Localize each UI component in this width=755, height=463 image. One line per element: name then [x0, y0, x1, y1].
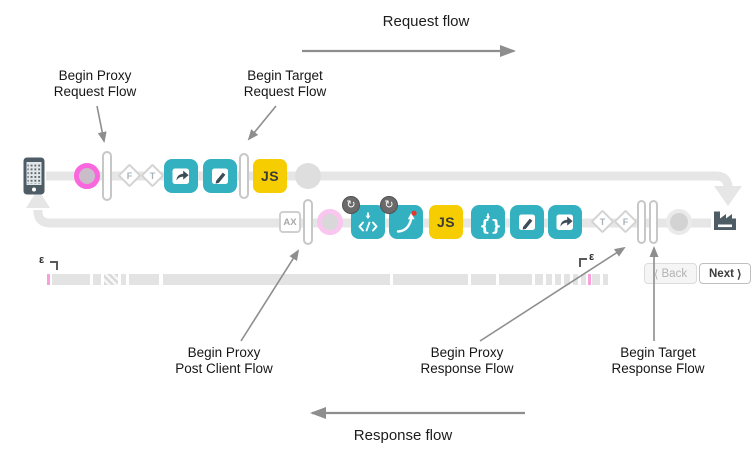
braces-glyph: { } — [479, 213, 502, 235]
pencil-glyph — [519, 214, 535, 230]
proxy-endpoint-circle[interactable] — [74, 163, 100, 189]
edit-policy-icon[interactable] — [203, 159, 237, 193]
target-endpoint-circle[interactable] — [295, 163, 321, 189]
begin-proxy-post-client-flow-marker[interactable] — [303, 199, 313, 245]
timeline-segment — [163, 274, 390, 285]
back-button[interactable]: ⟨Back — [644, 263, 698, 284]
target-response-circle[interactable] — [666, 209, 692, 235]
revert-badge-icon: ↻ — [380, 196, 398, 214]
callout-glyph — [556, 214, 573, 230]
callout-policy-icon[interactable] — [164, 159, 198, 193]
timeline-segment — [93, 274, 101, 285]
pencil-glyph — [212, 168, 228, 184]
timeline-segment — [555, 274, 561, 285]
begin-proxy-response-flow-arrow — [479, 246, 626, 342]
timeline-segment — [52, 274, 90, 285]
begin-target-response-flow-marker[interactable] — [649, 200, 658, 244]
analytics-step[interactable]: AX — [279, 211, 301, 233]
begin-proxy-response-flow-marker[interactable] — [637, 200, 646, 244]
next-button[interactable]: Next⟩ — [699, 263, 752, 284]
route-policy-icon[interactable]: ↻ — [380, 196, 423, 239]
post-client-circle[interactable] — [317, 209, 343, 235]
timeline-segment — [121, 274, 126, 285]
assign-message-policy-icon[interactable]: { } — [471, 205, 505, 239]
timeline-start-tick — [47, 274, 50, 285]
client-phone-icon[interactable] — [23, 157, 45, 200]
timeline-segment — [471, 274, 496, 285]
route-glyph — [396, 210, 417, 233]
timeline-segment — [603, 274, 608, 285]
timeline-segment — [564, 274, 570, 285]
timeline-segment — [535, 274, 543, 285]
timeline-segment — [104, 274, 118, 285]
condition-true-diamond[interactable]: T — [590, 209, 615, 234]
begin-target-request-flow-arrow — [247, 105, 277, 141]
code-glyph — [358, 212, 378, 232]
begin-target-request-flow-marker[interactable] — [239, 153, 249, 199]
condition-false-diamond[interactable]: F — [613, 209, 638, 234]
begin-proxy-request-flow-arrow — [96, 105, 107, 143]
timeline-segment — [581, 274, 586, 285]
response-flow-label: Response flow — [353, 427, 453, 444]
timeline-segment — [129, 274, 159, 285]
timeline-epsilon-right: ε — [589, 251, 595, 263]
edit-policy-icon[interactable] — [510, 205, 544, 239]
target-factory-icon[interactable] — [711, 206, 739, 237]
timeline-bracket-right — [579, 258, 587, 267]
timeline-bracket-left — [50, 261, 58, 270]
condition-true-diamond[interactable]: T — [140, 163, 165, 188]
javascript-policy-icon[interactable]: JS — [253, 159, 287, 193]
svg-text:}: } — [491, 216, 502, 235]
callout-glyph — [172, 168, 189, 184]
request-flow-arrowhead — [714, 186, 742, 206]
callout-policy-icon[interactable] — [548, 205, 582, 239]
request-flow-label: Request flow — [382, 13, 470, 30]
timeline-bar — [0, 274, 755, 285]
svg-text:{: { — [479, 216, 490, 235]
timeline-epsilon-left: ε — [39, 254, 45, 266]
begin-proxy-request-flow-marker[interactable] — [102, 151, 112, 201]
timeline-segment — [592, 274, 600, 285]
timeline-segment — [546, 274, 552, 285]
extract-variables-policy-icon[interactable]: ↻ — [342, 196, 385, 239]
timeline-end-tick — [588, 274, 591, 285]
javascript-policy-icon[interactable]: JS — [429, 205, 463, 239]
timeline-segment — [393, 274, 468, 285]
back-chevron-icon: ⟨ — [654, 268, 659, 281]
begin-proxy-post-client-flow-arrow — [240, 249, 300, 342]
next-chevron-icon: ⟩ — [736, 268, 742, 281]
timeline-segment — [499, 274, 532, 285]
timeline-segment — [573, 274, 578, 285]
condition-false-diamond[interactable]: F — [117, 163, 142, 188]
revert-badge-icon: ↻ — [342, 196, 360, 214]
